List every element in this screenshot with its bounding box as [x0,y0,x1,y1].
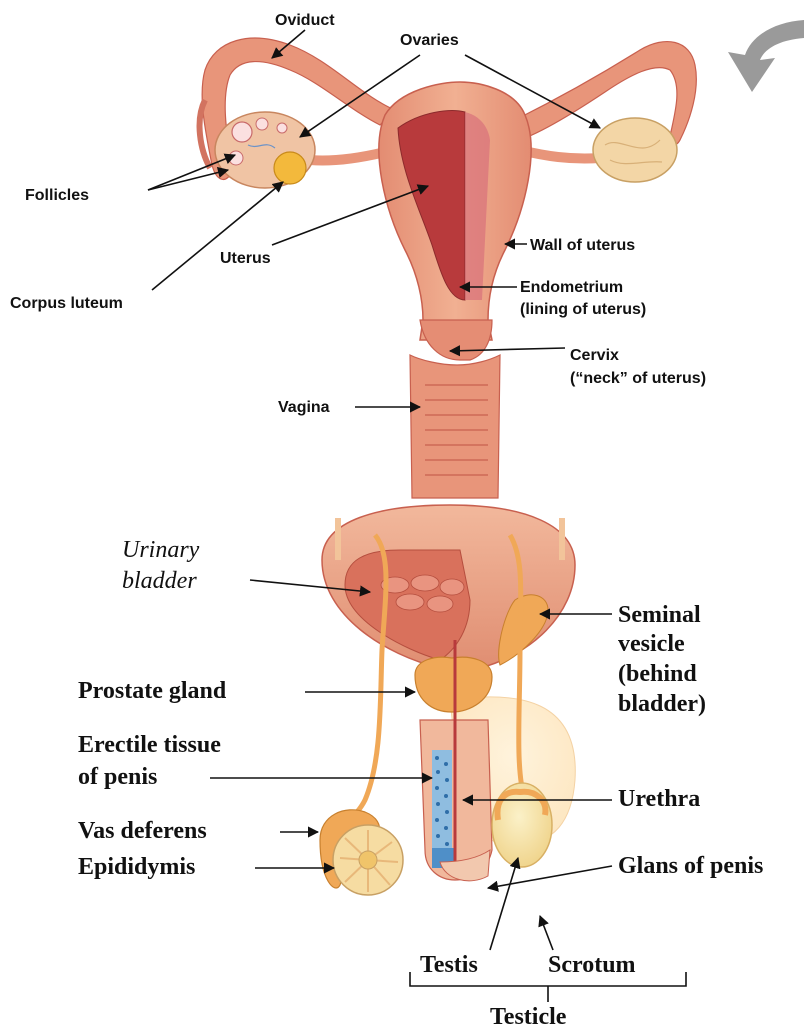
label-uterus: Uterus [220,250,271,267]
label-oviduct: Oviduct [275,12,335,29]
label-erectile-line1: Erectile tissue [78,732,221,758]
label-cervix-line2: (“neck” of uterus) [570,370,706,387]
right-testis-shape [492,783,552,867]
label-testis: Testis [420,952,478,978]
label-cervix-line1: Cervix [570,347,619,364]
label-corpus-luteum: Corpus luteum [10,295,123,312]
label-urinary-line1: Urinary [122,537,200,563]
label-seminal-line2: vesicle [618,631,685,657]
erectile-tissue-shape [432,750,454,868]
label-follicles: Follicles [25,187,89,204]
label-scrotum: Scrotum [548,952,636,978]
label-testicle: Testicle [490,1004,567,1029]
left-testis-epididymis-shape [320,810,403,895]
label-endometrium-line1: Endometrium [520,279,623,296]
female-reproductive-illustration [200,20,804,498]
label-vas-deferens: Vas deferens [78,818,207,844]
label-erectile-line2: of penis [78,764,157,790]
label-seminal-line1: Seminal [618,602,701,628]
label-wall-of-uterus: Wall of uterus [530,237,635,254]
vagina-shape [410,355,500,498]
right-ovary-shape [593,118,677,182]
label-glans-of-penis: Glans of penis [618,853,763,879]
label-endometrium-line2: (lining of uterus) [520,301,646,318]
corpus-luteum-shape [274,152,306,184]
male-reproductive-illustration [320,505,575,895]
label-vagina: Vagina [278,399,330,416]
left-ovary-shape [215,112,315,188]
label-urethra: Urethra [618,786,700,812]
label-seminal-line3: (behind [618,661,697,687]
label-ovaries: Ovaries [400,32,459,49]
label-seminal-line4: bladder) [618,691,706,717]
label-urinary-line2: bladder [122,568,197,594]
cervix-shape [420,320,492,360]
curved-arrow-icon [728,20,804,92]
label-prostate-gland: Prostate gland [78,678,227,704]
label-epididymis: Epididymis [78,854,195,880]
